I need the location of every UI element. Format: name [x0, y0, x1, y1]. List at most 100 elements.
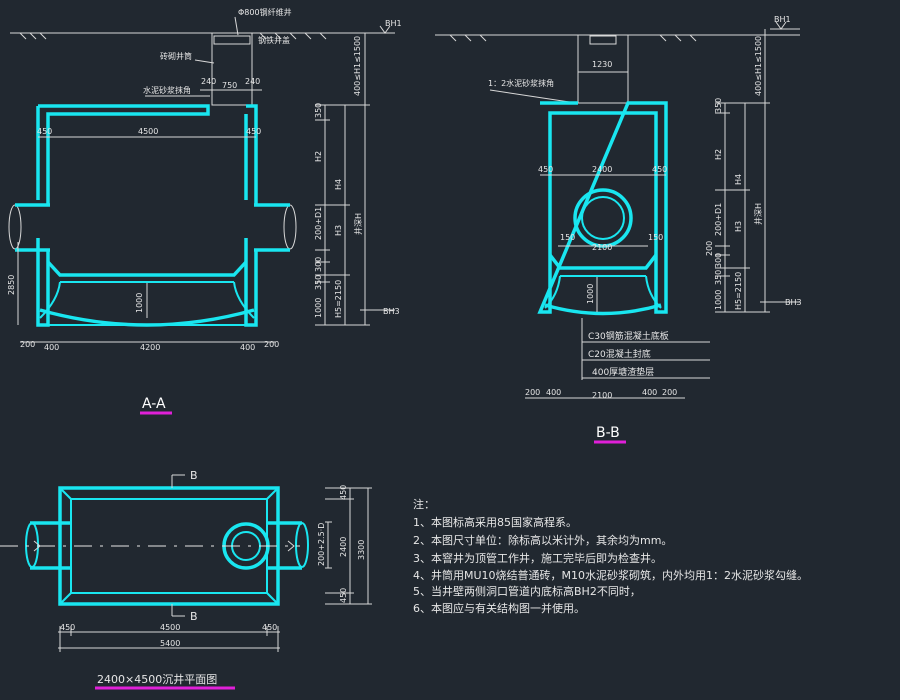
- bh1-label-bb: BH1: [774, 15, 791, 24]
- dim-150-left: 150: [560, 233, 575, 242]
- dim-200-left-bb: 200: [525, 388, 540, 397]
- dim-240-right: 240: [245, 77, 260, 86]
- dim-200-left: 200: [20, 340, 35, 349]
- vdim-1000-bb: 1000: [714, 290, 723, 310]
- vdim-350-bb: 350: [714, 98, 723, 113]
- vdim-h4: H4: [334, 179, 343, 190]
- plan-dim-d: 200+2.5·D: [317, 523, 326, 566]
- dim-400-right: 400: [240, 343, 255, 352]
- layer-c30: C30钢筋混凝土底板: [588, 330, 669, 342]
- chamber-wall-bb: [537, 101, 668, 314]
- dim-240-left: 240: [201, 77, 216, 86]
- vdim-200d1: 200+D1: [314, 207, 323, 240]
- vdim-h2: H2: [314, 151, 323, 162]
- pipe-left: [8, 203, 50, 252]
- plan-dim-450-right: 450: [262, 623, 277, 632]
- section-bb: BH1 1230 1：2水泥砂浆抹角 450 2400 450 150 2100…: [435, 15, 802, 444]
- vdim-well: 井深H: [353, 213, 363, 235]
- vdim-350b: 350: [314, 275, 323, 290]
- plan-outer-wall: [58, 486, 280, 606]
- dim-4200: 4200: [140, 343, 160, 352]
- plan-vertical-dims: [325, 487, 372, 605]
- dim-750: 750: [222, 81, 237, 90]
- dim-1230: 1230: [592, 60, 612, 69]
- vdim-300-bb: 300: [714, 253, 723, 268]
- plan-dim-5400: 5400: [160, 639, 180, 648]
- dim-400-right-bb: 400: [642, 388, 657, 397]
- plan-dim-4500: 4500: [160, 623, 180, 632]
- vdim-200d1-bb: 200+D1: [714, 203, 723, 236]
- dim-4500: 4500: [138, 127, 158, 136]
- chamber-wall-left: [36, 104, 210, 327]
- dim-400-left-bb: 400: [546, 388, 561, 397]
- vdim-350b-bb: 350: [714, 270, 723, 285]
- benching-ledge-bb: [548, 253, 658, 270]
- layer-gravel: 400厚塘渣垫层: [592, 366, 654, 378]
- vdim-h1: 400≤H1≤1500: [353, 36, 362, 96]
- plan-title: 2400×4500沉井平面图: [97, 672, 217, 686]
- bh3-label-bb: BH3: [785, 298, 802, 307]
- mortar-label-bb: 1：2水泥砂浆抹角: [488, 78, 554, 88]
- dim-450-right-bb: 450: [652, 165, 667, 174]
- dim-200-right: 200: [264, 340, 279, 349]
- vdim-300: 300: [314, 257, 323, 272]
- plan-view: B B 450 2400 3300 450 200+2.5·D 450 450: [0, 469, 372, 690]
- section-bb-title: B-B: [596, 425, 620, 441]
- cover-label: Φ800钢纤维井: [238, 7, 292, 17]
- plan-dim-450-bottom: 450: [339, 588, 348, 603]
- vdim-h1-bb: 400≤H1≤1500: [754, 36, 763, 96]
- dim-450-right: 450: [246, 127, 261, 136]
- vdim-well-bb: 井深H: [753, 203, 763, 225]
- chamber-wall-right: [244, 104, 258, 327]
- dim-1000: 1000: [135, 293, 144, 313]
- note-2: 2、本图尺寸单位：除标高以米计外，其余均为mm。: [413, 533, 672, 547]
- section-mark-top: B: [190, 469, 198, 482]
- invert-curve-bb: [544, 303, 662, 316]
- bh1-label: BH1: [385, 19, 402, 28]
- pipe-opening-inner: [581, 196, 625, 240]
- section-mark-bottom: B: [190, 610, 198, 623]
- note-5: 5、当井壁两侧洞口管道内底标高BH2不同时，: [413, 584, 641, 598]
- note-4: 4、井筒用MU10烧结普通砖，M10水泥砂浆砌筑，内外均用1：2水泥砂浆勾缝。: [413, 568, 808, 582]
- shaft-label: 砖砌井筒: [160, 51, 192, 61]
- vdim-h5: H5=2150: [334, 280, 343, 318]
- dim-450-left: 450: [37, 127, 52, 136]
- benching-ledge: [46, 260, 248, 277]
- vdim-200-bb: 200: [705, 241, 714, 256]
- vdim-1000: 1000: [314, 298, 323, 318]
- pipe-right: [254, 203, 297, 252]
- pipe-opening-outer: [573, 188, 633, 248]
- plan-dim-450-left: 450: [60, 623, 75, 632]
- plan-dim-450-top: 450: [339, 485, 348, 500]
- section-aa-title: A-A: [142, 396, 166, 412]
- dim-450-left-bb: 450: [538, 165, 553, 174]
- vdim-h2-bb: H2: [714, 149, 723, 160]
- plan-dim-3300: 3300: [357, 540, 366, 560]
- plan-pipe-left: [25, 521, 71, 570]
- note-3: 3、本窨井为顶管工作井，施工完毕后即为检查井。: [413, 551, 662, 565]
- dim-2100-bb: 2100: [592, 391, 612, 400]
- layer-c20: C20混凝土封底: [588, 348, 651, 360]
- vdim-h3-bb: H3: [734, 221, 743, 232]
- dim-2100-inner: 2100: [592, 243, 612, 252]
- vdim-h3: H3: [334, 225, 343, 236]
- note-1: 1、本图标高采用85国家高程系。: [413, 515, 577, 529]
- ground-label: 钢铁井盖: [258, 35, 290, 45]
- plan-dim-2400: 2400: [339, 537, 348, 557]
- brick-shaft-bb: [577, 34, 629, 104]
- note-6: 6、本图应与有关结构图一并使用。: [413, 601, 585, 615]
- dim-2400-bb: 2400: [592, 165, 612, 174]
- dim-200-right-bb: 200: [662, 388, 677, 397]
- ground-hatch: [19, 32, 327, 40]
- dim-150-right: 150: [648, 233, 663, 242]
- invert-curve: [39, 308, 255, 327]
- dim-2850: 2850: [7, 275, 16, 295]
- vdim-h4-bb: H4: [734, 174, 743, 185]
- section-aa: BH1 Φ800钢纤维井 钢铁井盖 砖砌井筒 水泥砂浆抹角 240 750 24…: [7, 7, 402, 415]
- bh3-label: BH3: [383, 307, 400, 316]
- vdim-350: 350: [314, 103, 323, 118]
- dim-1000-bb: 1000: [586, 284, 595, 304]
- dim-400-left: 400: [44, 343, 59, 352]
- vdim-h5-bb: H5=2150: [734, 272, 743, 310]
